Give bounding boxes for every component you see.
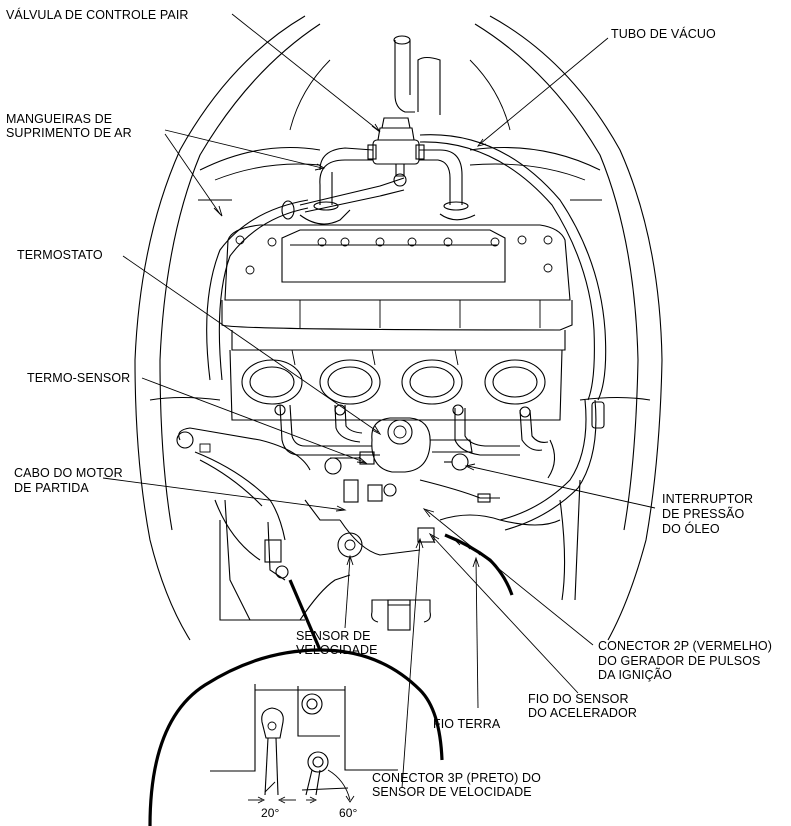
label-oil-switch-line1: INTERRUPTOR [662, 492, 754, 506]
label-oil-switch-line2: DE PRESSÃO [662, 507, 745, 521]
label-speed-sensor-line1: SENSOR DE [296, 629, 371, 643]
label-air-hoses-line2: SUPRIMENTO DE AR [6, 126, 132, 140]
label-speed-sensor-line2: VELOCIDADE [296, 643, 378, 657]
label-angle-20: 20° [261, 806, 280, 820]
label-oil-switch-line3: DO ÓLEO [662, 522, 720, 536]
label-pair-valve: VÁLVULA DE CONTROLE PAIR [6, 8, 189, 22]
detail-inset [148, 579, 444, 826]
label-ground-wire: FIO TERRA [433, 717, 501, 731]
label-vacuum-tube: TUBO DE VÁCUO [611, 27, 716, 41]
label-pulse-connector-line2: DO GERADOR DE PULSOS [598, 654, 761, 668]
exhaust-ports [229, 349, 563, 421]
frame-outline [134, 15, 663, 641]
label-air-hoses-line1: MANGUEIRAS DE [6, 112, 113, 126]
label-pulse-connector-line3: DA IGNIÇÃO [598, 668, 672, 682]
label-starter-cable-line2: DE PARTIDA [14, 481, 89, 495]
wiring-harness [444, 399, 605, 596]
coolant-system [274, 404, 549, 475]
left-air-hose [206, 199, 309, 381]
label-throttle-wire-line1: FIO DO SENSOR [528, 692, 629, 706]
label-speed-connector-line2: SENSOR DE VELOCIDADE [372, 785, 532, 799]
label-pulse-connector-line1: CONECTOR 2P (VERMELHO) [598, 639, 772, 653]
cylinder-head-cover [221, 224, 573, 351]
label-thermostat: TERMOSTATO [17, 248, 103, 262]
leader-lines [102, 13, 656, 789]
lower-engine [176, 427, 581, 631]
label-speed-connector-line1: CONECTOR 3P (PRETO) DO [372, 771, 541, 785]
label-angle-60: 60° [339, 806, 358, 820]
label-throttle-wire-line2: DO ACELERADOR [528, 706, 637, 720]
vacuum-tube-drawing [419, 134, 607, 401]
label-starter-cable-line1: CABO DO MOTOR [14, 466, 123, 480]
label-thermo-sensor: TERMO-SENSOR [27, 371, 131, 385]
